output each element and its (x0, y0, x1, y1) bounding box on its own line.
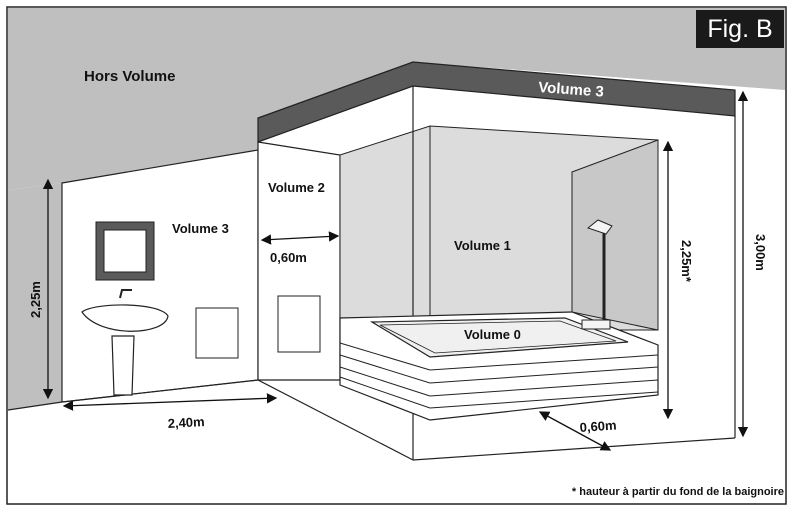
wall-panel-right (277, 295, 321, 353)
label-volume3-wall: Volume 3 (172, 221, 229, 236)
figure-label: Fig. B (696, 10, 784, 48)
footnote: * hauteur à partir du fond de la baignoi… (572, 486, 784, 498)
floor-line-edge (7, 401, 63, 411)
label-volume3-ceiling: Volume 3 (538, 79, 605, 101)
faucet-icon (119, 289, 132, 299)
label-volume2: Volume 2 (268, 180, 325, 195)
label-shower-height: 2,25m* (679, 240, 694, 283)
bathtub-stripe-2b (429, 379, 659, 397)
label-bath-offset: 0,60m (579, 417, 617, 435)
bathtub-stripe-1a (339, 354, 431, 384)
floor-line-diag (257, 379, 414, 461)
shower-head-icon (586, 219, 613, 235)
label-volume0: Volume 0 (464, 327, 521, 342)
bathtub-stripe-1b (429, 366, 659, 384)
bathtub-rim-1 (339, 342, 431, 371)
bathtub-inner (379, 320, 617, 354)
dim-volume2-width (260, 231, 340, 245)
volume3-wall (61, 149, 259, 403)
back-wall-zone (8, 8, 785, 190)
wall-panel-left (195, 307, 239, 359)
label-left-height: 2,25m (28, 281, 43, 318)
bathtub-stripe-2a (339, 366, 431, 397)
volume1-side (571, 139, 659, 331)
mirror-glass (103, 229, 147, 273)
sink-basin (81, 304, 169, 332)
bathtub-rim-2 (429, 354, 659, 371)
label-total-height: 3,00m (753, 234, 768, 271)
label-floor-width: 2,40m (167, 414, 205, 431)
label-hors-volume: Hors Volume (84, 68, 175, 85)
bathtub-stripe-3a (339, 376, 431, 409)
shower-mixer-icon (581, 319, 611, 330)
label-volume2-width: 0,60m (270, 250, 307, 265)
bathtub-basin (369, 317, 629, 358)
dim-bath-offset (538, 411, 612, 451)
bathtub-stripe-3b (429, 391, 659, 409)
sink-pedestal (111, 335, 135, 396)
dim-floor-width (62, 393, 278, 411)
label-volume1: Volume 1 (454, 238, 511, 253)
